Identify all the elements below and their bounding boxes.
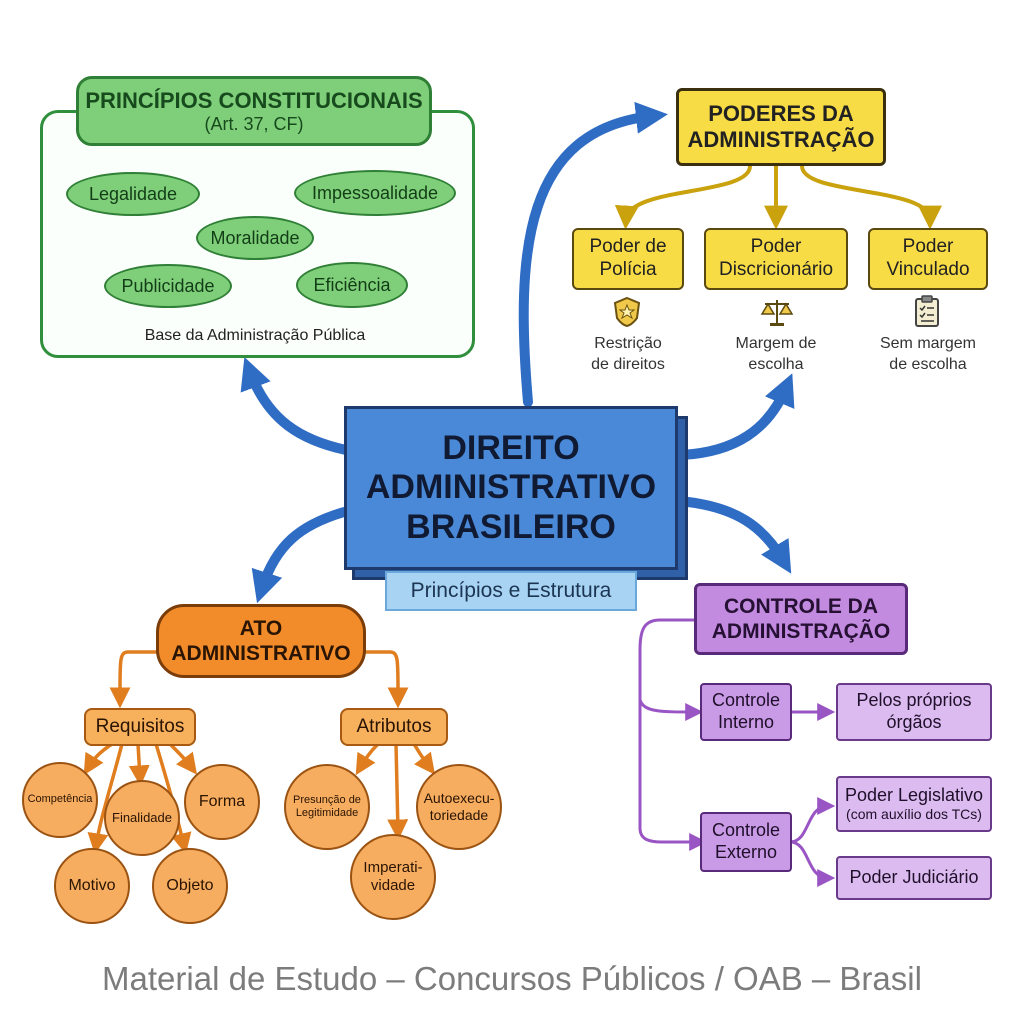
presuncao-line-1: Presunção de bbox=[293, 793, 361, 806]
arrow-center-to-principios bbox=[240, 357, 351, 455]
controle-externo-box: Controle Externo bbox=[700, 812, 792, 872]
requisito-finalidade: Finalidade bbox=[104, 780, 180, 856]
ato-header: ATO ADMINISTRATIVO bbox=[156, 604, 366, 678]
autoexecutoriedade-line-2: toriedade bbox=[429, 807, 489, 823]
central-title-line-2: ADMINISTRATIVO bbox=[365, 468, 657, 507]
ato-title-line-1: ATO bbox=[239, 616, 283, 640]
poder-vinculado-box: Poder Vinculado bbox=[868, 228, 988, 290]
badge-icon bbox=[613, 296, 641, 328]
arrow-center-to-poderes bbox=[518, 101, 668, 407]
central-title-line-1: DIREITO bbox=[442, 429, 580, 468]
controle-interno-line-1: Controle bbox=[711, 690, 781, 711]
poder-policia-caption: Restrição de direitos bbox=[560, 332, 696, 378]
principios-header: PRINCÍPIOS CONSTITUCIONAIS (Art. 37, CF) bbox=[76, 76, 432, 146]
footer-caption: Material de Estudo – Concursos Públicos … bbox=[102, 960, 922, 997]
poder-policia-caption-line-1: Restrição bbox=[594, 335, 662, 353]
atributo-presuncao-legitimidade: Presunção de Legitimidade bbox=[284, 764, 370, 850]
requisitos-box: Requisitos bbox=[84, 708, 196, 746]
principios-subtitle: (Art. 37, CF) bbox=[204, 113, 304, 134]
poder-vinculado-caption-line-1: Sem margem bbox=[879, 335, 977, 353]
poder-legislativo-box: Poder Legislativo (com auxílio dos TCs) bbox=[836, 776, 992, 832]
scales-icon bbox=[760, 300, 794, 326]
controle-header: CONTROLE DA ADMINISTRAÇÃO bbox=[694, 583, 908, 655]
central-title-line-3: BRASILEIRO bbox=[406, 507, 616, 546]
principio-moralidade: Moralidade bbox=[196, 216, 314, 260]
arrow-center-to-poderes-captions bbox=[677, 373, 795, 460]
atributos-box: Atributos bbox=[340, 708, 448, 746]
poder-policia-caption-line-2: de direitos bbox=[591, 356, 665, 373]
poder-discricionario-box: Poder Discricionário bbox=[704, 228, 848, 290]
controle-externo-line-2: Externo bbox=[714, 842, 778, 862]
arrow-center-to-controle bbox=[683, 497, 792, 574]
requisito-forma: Forma bbox=[184, 764, 260, 840]
requisito-objeto: Objeto bbox=[152, 848, 228, 924]
principio-publicidade: Publicidade bbox=[104, 264, 232, 308]
principio-impessoalidade: Impessoalidade bbox=[294, 170, 456, 216]
poder-policia-box: Poder de Polícia bbox=[572, 228, 684, 290]
poder-discricionario-caption: Margem de escolha bbox=[708, 332, 844, 378]
poder-policia-line-1: Poder de bbox=[589, 236, 667, 258]
poder-vinculado-line-2: Vinculado bbox=[886, 259, 970, 280]
poderes-title-line-1: PODERES DA bbox=[708, 100, 854, 126]
autoexecutoriedade-line-1: Autoexecu- bbox=[423, 790, 495, 807]
imperatividade-line-1: Imperati- bbox=[363, 859, 423, 876]
poder-discricionario-caption-line-2: escolha bbox=[748, 356, 804, 373]
poder-policia-line-2: Polícia bbox=[599, 259, 657, 280]
principio-eficiencia: Eficiência bbox=[296, 262, 408, 308]
central-title-box: DIREITO ADMINISTRATIVO BRASILEIRO bbox=[344, 406, 678, 570]
controle-title-line-1: CONTROLE DA bbox=[724, 594, 878, 618]
poder-discricionario-line-2: Discricionário bbox=[718, 259, 834, 280]
atributo-autoexecutoriedade: Autoexecu- toriedade bbox=[416, 764, 502, 850]
controle-interno-box: Controle Interno bbox=[700, 683, 792, 741]
poder-legislativo-line-1: Poder Legislativo bbox=[844, 784, 984, 805]
controle-title-line-2: ADMINISTRAÇÃO bbox=[711, 620, 891, 643]
presuncao-line-2: Legitimidade bbox=[295, 807, 359, 819]
controle-externo-line-1: Controle bbox=[711, 820, 781, 841]
poder-vinculado-caption-line-2: de escolha bbox=[889, 356, 967, 373]
central-subtitle: Princípios e Estrutura bbox=[385, 571, 637, 611]
poderes-header: PODERES DA ADMINISTRAÇÃO bbox=[676, 88, 886, 166]
principios-caption: Base da Administração Pública bbox=[144, 327, 366, 344]
principios-title: PRINCÍPIOS CONSTITUCIONAIS bbox=[85, 87, 423, 113]
requisito-motivo: Motivo bbox=[54, 848, 130, 924]
poderes-title-line-2: ADMINISTRAÇÃO bbox=[687, 127, 875, 152]
poder-vinculado-caption: Sem margem de escolha bbox=[860, 332, 996, 378]
poder-discricionario-caption-line-1: Margem de bbox=[735, 335, 817, 353]
pelos-proprios-orgaos-box: Pelos próprios órgãos bbox=[836, 683, 992, 741]
controle-interno-line-2: Interno bbox=[717, 712, 775, 732]
atributo-imperatividade: Imperati- vidade bbox=[350, 834, 436, 920]
poder-discricionario-line-1: Poder bbox=[750, 236, 802, 258]
clipboard-icon bbox=[915, 295, 939, 327]
pelos-proprios-orgaos-line-2: órgãos bbox=[886, 712, 942, 732]
imperatividade-line-2: vidade bbox=[370, 877, 416, 894]
pelos-proprios-orgaos-line-1: Pelos próprios bbox=[856, 690, 972, 711]
arrow-center-to-ato bbox=[251, 507, 349, 604]
poder-vinculado-line-1: Poder bbox=[902, 236, 954, 258]
poder-legislativo-line-2: (com auxílio dos TCs) bbox=[846, 806, 982, 823]
ato-title-line-2: ADMINISTRATIVO bbox=[171, 642, 351, 665]
poder-judiciario-box: Poder Judiciário bbox=[836, 856, 992, 900]
principio-legalidade: Legalidade bbox=[66, 172, 200, 216]
requisito-competencia: Competência bbox=[22, 762, 98, 838]
